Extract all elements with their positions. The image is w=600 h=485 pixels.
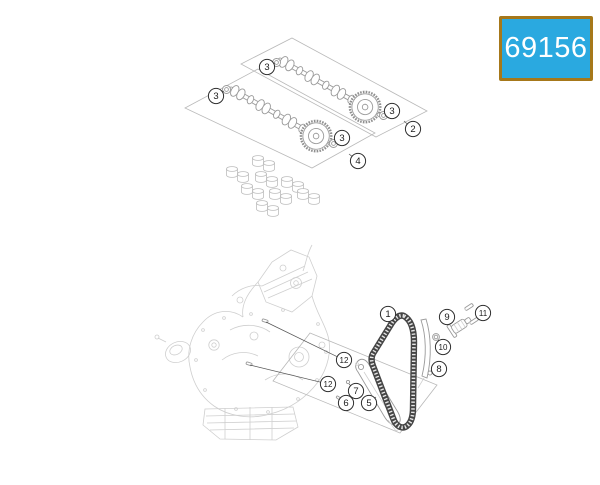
callout-bubble-icon: 3	[384, 103, 399, 118]
part-number-badge: 69156	[499, 16, 593, 81]
callout-bubble-icon: 3	[259, 59, 275, 74]
svg-text:12: 12	[324, 380, 333, 389]
part-number-text: 69156	[504, 34, 587, 63]
svg-text:12: 12	[340, 356, 349, 365]
svg-text:8: 8	[436, 364, 441, 375]
callout-bubble-icon: 2	[404, 121, 421, 137]
camshaft-assembly	[185, 38, 427, 216]
svg-text:3: 3	[213, 91, 218, 102]
svg-text:7: 7	[353, 386, 358, 397]
svg-text:6: 6	[343, 398, 348, 409]
callout-bubble-icon: 3	[208, 88, 224, 103]
svg-text:3: 3	[339, 133, 344, 144]
callout-bubble-icon: 12	[250, 365, 336, 392]
svg-text:5: 5	[366, 398, 371, 409]
callout-bubble-icon: 8	[431, 361, 446, 376]
svg-text:9: 9	[444, 312, 449, 323]
svg-text:10: 10	[439, 343, 448, 352]
svg-text:3: 3	[264, 62, 269, 73]
callout-bubble-icon: 5	[361, 395, 376, 410]
callout-bubble-icon: 6	[338, 395, 353, 410]
svg-text:11: 11	[479, 309, 488, 318]
callout-bubble-icon: 10	[435, 339, 450, 354]
callout-bubble-icon: 11	[475, 305, 490, 320]
svg-text:1: 1	[385, 309, 390, 320]
callout-bubble-icon: 3	[334, 130, 349, 145]
callout-bubble-icon: 4	[349, 153, 366, 168]
svg-text:4: 4	[355, 156, 360, 167]
svg-text:3: 3	[389, 106, 394, 117]
engine-case-line-art-icon	[155, 245, 330, 440]
callout-bubble-icon: 9	[439, 309, 454, 324]
svg-text:2: 2	[410, 124, 415, 135]
oring-icon	[433, 334, 440, 341]
timing-chain-icon	[372, 316, 414, 428]
callout-bubble-icon: 7	[348, 383, 363, 398]
